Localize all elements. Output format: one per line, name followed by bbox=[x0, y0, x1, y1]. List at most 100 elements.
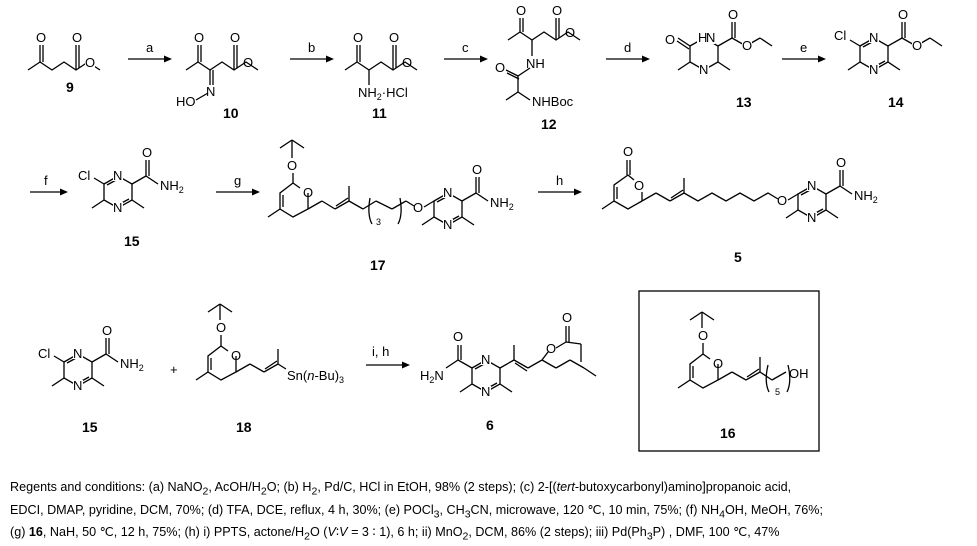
atom-o: O bbox=[287, 158, 297, 173]
step-label-c: c bbox=[462, 40, 469, 55]
compound-14-structure: Cl N O O N bbox=[834, 7, 943, 77]
reaction-arrow-d: d bbox=[606, 40, 650, 63]
compound-13-structure: O H N O O N bbox=[665, 7, 773, 77]
atom-o: O bbox=[565, 25, 575, 40]
atom-o: O bbox=[36, 30, 46, 45]
atom-nhboc: NHBoc bbox=[532, 94, 574, 109]
compound-label-5: 5 bbox=[734, 249, 742, 265]
atom-o: O bbox=[230, 30, 240, 45]
atom-o: O bbox=[303, 185, 313, 200]
step-label-ih: i, h bbox=[372, 344, 389, 359]
compound-label-6: 6 bbox=[486, 417, 494, 433]
reaction-arrow-c: c bbox=[444, 40, 488, 63]
atom-o: O bbox=[546, 341, 556, 356]
compound-label-17: 17 bbox=[370, 257, 386, 273]
step-label-f: f bbox=[44, 173, 48, 188]
atom-o: O bbox=[453, 329, 463, 344]
atom-o: O bbox=[562, 310, 572, 325]
atom-o: O bbox=[516, 3, 526, 18]
atom-o: O bbox=[142, 145, 152, 160]
compound-6-structure: O H2N N N O O bbox=[420, 310, 597, 399]
step-label-g: g bbox=[234, 173, 241, 188]
compound-16-structure: O O OH 5 bbox=[677, 311, 809, 397]
atom-o: O bbox=[777, 193, 787, 208]
step-label-d: d bbox=[624, 40, 631, 55]
reaction-arrow-h: h bbox=[538, 173, 582, 196]
atom-nh: NH bbox=[526, 56, 545, 71]
compound-16-box bbox=[638, 290, 820, 452]
amide-h2n: H2N bbox=[420, 368, 444, 385]
atom-n: N bbox=[206, 84, 215, 99]
compound-label-12: 12 bbox=[541, 116, 557, 132]
atom-o: O bbox=[698, 328, 708, 343]
atom-o: O bbox=[102, 323, 112, 338]
compound-label-10: 10 bbox=[223, 105, 239, 121]
atom-o: O bbox=[243, 55, 253, 70]
compound-9-structure: O O O bbox=[27, 30, 101, 71]
compound-label-14: 14 bbox=[888, 94, 904, 110]
compound-15-structure: Cl N O NH2 N bbox=[38, 323, 144, 393]
amide-nh2: NH2 bbox=[490, 195, 514, 212]
repeat-count-3: 3 bbox=[376, 217, 381, 227]
atom-n: N bbox=[869, 62, 878, 77]
atom-n: N bbox=[73, 378, 82, 393]
compound-18-structure: O O Sn(n-Bu)3 bbox=[195, 303, 344, 385]
atom-o: O bbox=[402, 55, 412, 70]
reaction-conditions: Regents and conditions: (a) NaNO2, AcOH/… bbox=[10, 478, 970, 546]
amide-nh2: NH2 bbox=[160, 178, 184, 195]
atom-o: O bbox=[472, 162, 482, 177]
atom-n: N bbox=[706, 30, 715, 45]
reaction-arrow-g: g bbox=[216, 173, 260, 196]
atom-o: O bbox=[353, 30, 363, 45]
atom-o: O bbox=[898, 7, 908, 22]
atom-o: O bbox=[742, 38, 752, 53]
conditions-line-2: EDCI, DMAP, pyridine, DCM, 70%; (d) TFA,… bbox=[10, 502, 823, 521]
step-label-h: h bbox=[556, 173, 563, 188]
atom-cl: Cl bbox=[78, 168, 90, 183]
atom-n: N bbox=[443, 185, 452, 200]
atom-o: O bbox=[85, 55, 95, 70]
conditions-line-1: Regents and conditions: (a) NaNO2, AcOH/… bbox=[10, 480, 792, 498]
compound-15-structure: Cl N O NH2 N bbox=[78, 145, 184, 215]
atom-cl: Cl bbox=[834, 28, 846, 43]
atom-n: N bbox=[443, 217, 452, 232]
conditions-line-3: (g) 16, NaH, 50 ℃, 12 h, 75%; (h) i) PPT… bbox=[10, 525, 780, 543]
atom-o: O bbox=[623, 144, 633, 159]
atom-cl: Cl bbox=[38, 346, 50, 361]
atom-n: N bbox=[869, 30, 878, 45]
atom-ho: HO bbox=[176, 94, 196, 109]
compound-label-16: 16 bbox=[720, 425, 736, 441]
atom-o: O bbox=[552, 3, 562, 18]
atom-o: O bbox=[665, 32, 675, 47]
atom-oh: OH bbox=[789, 366, 809, 381]
compound-label-9: 9 bbox=[66, 79, 74, 95]
compound-label-15: 15 bbox=[124, 233, 140, 249]
atom-o: O bbox=[634, 178, 644, 193]
compound-11-structure: O O O NH2·HCl bbox=[344, 30, 418, 102]
atom-o: O bbox=[216, 320, 226, 335]
atom-o: O bbox=[413, 200, 423, 215]
atom-o: O bbox=[194, 30, 204, 45]
stannane-label: Sn(n-Bu)3 bbox=[287, 368, 344, 385]
compound-label-15: 15 bbox=[82, 419, 98, 435]
reaction-arrow-a: a bbox=[128, 40, 172, 63]
amine-hcl-label: NH2·HCl bbox=[358, 85, 408, 102]
atom-n: N bbox=[481, 384, 490, 399]
atom-n: N bbox=[113, 200, 122, 215]
atom-o: O bbox=[912, 38, 922, 53]
reaction-arrow-b: b bbox=[290, 40, 334, 63]
atom-n: N bbox=[113, 168, 122, 183]
compound-label-18: 18 bbox=[236, 419, 252, 435]
amide-nh2: NH2 bbox=[854, 188, 878, 205]
compound-10-structure: O O O N HO bbox=[176, 30, 259, 109]
reaction-arrow-ih: i, h bbox=[366, 344, 410, 369]
compound-17-structure: O O 3 O N O NH2 bbox=[267, 139, 514, 232]
atom-o: O bbox=[389, 30, 399, 45]
step-label-a: a bbox=[146, 40, 154, 55]
atom-n: N bbox=[73, 346, 82, 361]
atom-o: O bbox=[728, 7, 738, 22]
repeat-count-5: 5 bbox=[775, 387, 780, 397]
reaction-arrow-f: f bbox=[30, 173, 68, 196]
compound-label-11: 11 bbox=[372, 105, 387, 121]
